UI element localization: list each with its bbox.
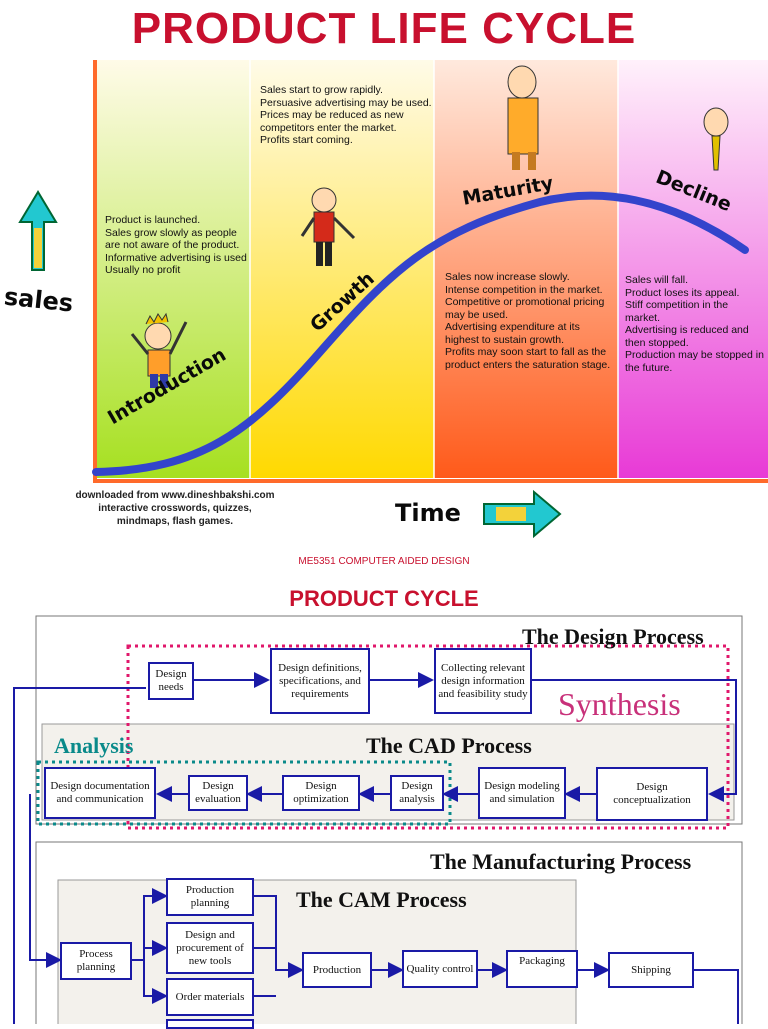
box-design-needs: Design needs bbox=[148, 662, 194, 700]
cad-process-title: The CAD Process bbox=[366, 733, 532, 758]
growth-description: Sales start to grow rapidly.Persuasive a… bbox=[260, 84, 432, 146]
box-quality-control: Quality control bbox=[402, 950, 478, 988]
manufacturing-process-title: The Manufacturing Process bbox=[430, 849, 692, 874]
design-process-title: The Design Process bbox=[522, 624, 704, 649]
decline-band bbox=[618, 60, 768, 478]
box-design-documentation: Design documentation and communication bbox=[44, 767, 156, 819]
sad-man-figure-icon bbox=[703, 107, 729, 171]
main-title: PRODUCT LIFE CYCLE bbox=[131, 4, 637, 53]
synthesis-region bbox=[126, 644, 730, 830]
sales-arrow-icon bbox=[18, 190, 58, 271]
old-man-figure-icon bbox=[507, 65, 539, 170]
box-cut-off bbox=[166, 1019, 254, 1029]
x-axis-label: Time bbox=[395, 499, 461, 527]
intro-description: Product is launched.Sales grow slowly as… bbox=[105, 214, 247, 276]
box-design-evaluation: Design evaluation bbox=[188, 775, 248, 811]
box-design-conceptualization: Design conceptualization bbox=[596, 767, 708, 821]
box-design-procurement-tools: Design and procurement of new tools bbox=[166, 922, 254, 974]
decline-description: Sales will fall.Product loses its appeal… bbox=[625, 274, 764, 374]
intro-band bbox=[96, 60, 250, 478]
credit-line-3: mindmaps, flash games. bbox=[116, 516, 234, 527]
maturity-description: Sales now increase slowly.Intense compet… bbox=[445, 271, 611, 371]
synthesis-label: Synthesis bbox=[558, 686, 681, 722]
box-design-definitions: Design definitions, specifications, and … bbox=[270, 648, 370, 714]
box-collecting-information: Collecting relevant design information a… bbox=[434, 648, 532, 714]
box-design-modeling: Design modeling and simulation bbox=[478, 767, 566, 819]
life-cycle-chart bbox=[18, 60, 768, 539]
life-cycle-curve bbox=[92, 191, 749, 476]
credit-line-1: downloaded from www.dineshbakshi.com bbox=[75, 490, 275, 501]
box-order-materials: Order materials bbox=[166, 978, 254, 1016]
box-production-planning: Production planning bbox=[166, 878, 254, 916]
man-red-figure-icon bbox=[300, 187, 356, 266]
kid-figure-icon bbox=[130, 312, 188, 388]
section-title: PRODUCT CYCLE bbox=[289, 586, 479, 611]
box-design-optimization: Design optimization bbox=[282, 775, 360, 811]
analysis-label: Analysis bbox=[54, 733, 134, 758]
box-packaging: Packaging bbox=[506, 950, 578, 988]
course-code: ME5351 COMPUTER AIDED DESIGN bbox=[298, 556, 470, 567]
time-arrow-icon bbox=[483, 489, 562, 539]
box-process-planning: Process planning bbox=[60, 942, 132, 980]
box-production: Production bbox=[302, 952, 372, 988]
credit-line-2: interactive crosswords, quizzes, bbox=[98, 503, 252, 514]
box-design-analysis: Design analysis bbox=[390, 775, 444, 811]
box-shipping: Shipping bbox=[608, 952, 694, 988]
cam-process-title: The CAM Process bbox=[296, 887, 467, 912]
